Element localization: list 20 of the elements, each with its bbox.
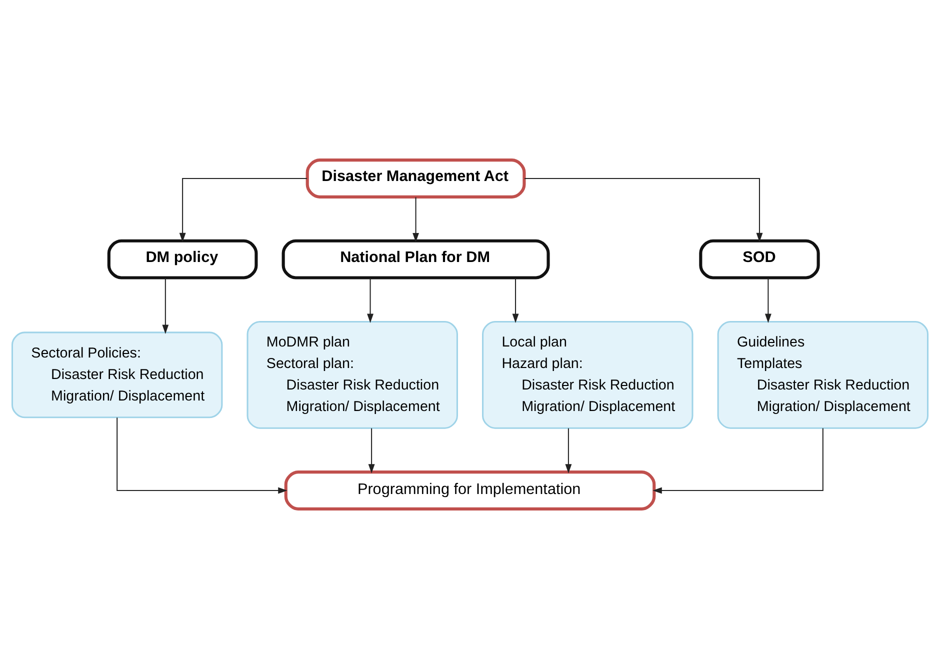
node-box: Guidelines Templates Disaster Risk Reduction Migration/ Displacement bbox=[717, 320, 929, 428]
node-box: SOD bbox=[699, 238, 820, 279]
node-box: MoDMR plan Sectoral plan: Disaster Risk Reduction Migration/ Displacement bbox=[246, 320, 458, 428]
arrow bbox=[367, 277, 374, 322]
arrow bbox=[179, 178, 308, 242]
arrow bbox=[162, 277, 169, 334]
node-box: Programming for Implementation bbox=[284, 470, 656, 510]
arrow bbox=[412, 196, 420, 242]
arrow bbox=[368, 428, 375, 473]
node-box: National Plan for DM bbox=[282, 238, 550, 279]
node-box: Sectoral Policies: Disaster Risk Reduction Migration/ Displacement bbox=[11, 331, 223, 418]
arrow bbox=[524, 178, 763, 242]
node-box: Local plan Hazard plan: Disaster Risk Reduction Migration/ Displacement bbox=[482, 320, 694, 428]
arrow bbox=[764, 277, 772, 322]
node-box: Disaster Management Act bbox=[306, 158, 526, 198]
node-box: DM policy bbox=[107, 238, 258, 279]
arrow bbox=[512, 277, 519, 322]
arrow bbox=[565, 428, 572, 473]
arrow bbox=[652, 428, 824, 494]
arrow bbox=[116, 417, 288, 494]
